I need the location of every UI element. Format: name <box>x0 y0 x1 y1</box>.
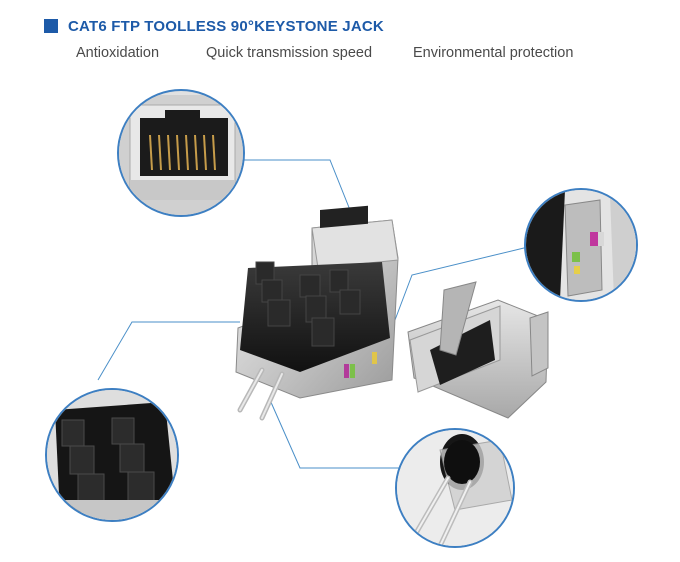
title-square-icon <box>44 19 58 33</box>
feature-transmission-speed: Quick transmission speed <box>206 45 373 61</box>
magnifier-idc-block <box>45 388 179 522</box>
keystone-jack-main <box>235 205 399 421</box>
feature-environmental-protection: Environmental protection <box>413 45 574 61</box>
metal-cover <box>407 281 549 419</box>
page-title: CAT6 FTP TOOLLESS 90°KEYSTONE JACK <box>68 17 384 35</box>
magnifier-pin-holder <box>395 428 515 548</box>
magnifier-side-detail <box>524 188 638 302</box>
feature-antioxidation: Antioxidation <box>76 45 160 61</box>
header: CAT6 FTP TOOLLESS 90°KEYSTONE JACK <box>44 17 384 35</box>
magnifier-port-front <box>117 89 245 217</box>
